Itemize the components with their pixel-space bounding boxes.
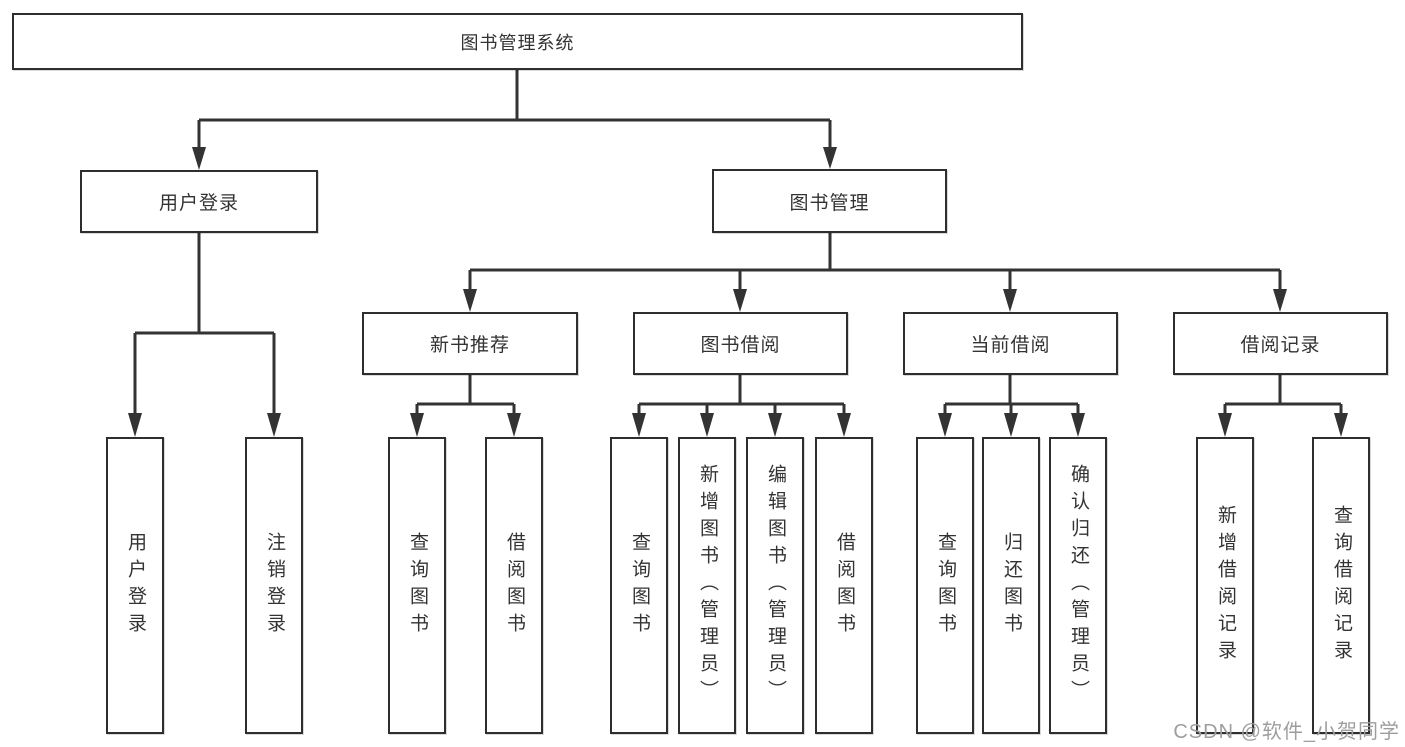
leaf-query-borrow-record: 查询借阅记录 [1312,437,1370,734]
node-new-book-recommend-label: 新书推荐 [429,335,510,356]
node-new-book-recommend: 新书推荐 [362,312,578,375]
node-borrow-records-label: 借阅记录 [1240,335,1321,356]
node-current-borrow: 当前借阅 [903,312,1118,375]
csdn-watermark: CSDN @软件_小贺同学 [1173,721,1400,743]
node-borrow-records: 借阅记录 [1173,312,1388,375]
node-book-borrow: 图书借阅 [633,312,848,375]
leaf-query-books-borrow: 查询图书 [610,437,668,734]
node-user-login: 用户登录 [80,170,318,233]
leaf-return-books: 归还图书 [982,437,1040,734]
node-root: 图书管理系统 [12,13,1023,70]
leaf-add-borrow-record: 新增借阅记录 [1196,437,1254,734]
leaf-edit-book-admin: 编辑图书（管理员） [746,437,804,734]
leaf-borrow-books: 借阅图书 [815,437,873,734]
leaf-query-books-current: 查询图书 [916,437,974,734]
leaf-add-book-admin: 新增图书（管理员） [678,437,736,734]
leaf-query-books-recommend: 查询图书 [388,437,446,734]
leaf-confirm-return-admin: 确认归还（管理员） [1049,437,1107,734]
node-book-management-label: 图书管理 [789,192,870,214]
node-current-borrow-label: 当前借阅 [970,335,1051,356]
leaf-user-login: 用户登录 [106,437,164,734]
node-book-borrow-label: 图书借阅 [700,335,781,356]
leaf-borrow-books-recommend: 借阅图书 [485,437,543,734]
node-root-label: 图书管理系统 [460,32,575,53]
leaf-logout-login: 注销登录 [245,437,303,734]
node-book-management: 图书管理 [712,169,947,233]
node-user-login-label: 用户登录 [158,193,239,214]
